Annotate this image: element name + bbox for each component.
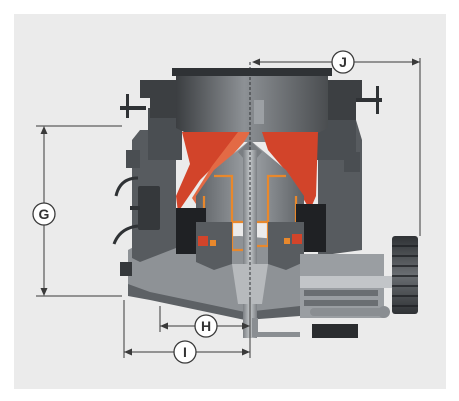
dimension-g bbox=[36, 125, 122, 297]
label-h: H bbox=[194, 314, 218, 338]
hydraulic-hose-bottom bbox=[112, 224, 139, 245]
tramp-release-right bbox=[344, 152, 360, 172]
motor-mount bbox=[312, 324, 358, 338]
drain-pipe-elbow bbox=[252, 332, 300, 337]
hopper-center-pipe bbox=[254, 100, 264, 124]
pulley-grooves bbox=[392, 245, 418, 307]
hydraulic-cylinder-left bbox=[138, 186, 160, 230]
top-left-bracket bbox=[140, 80, 176, 118]
inner-housing-right bbox=[268, 222, 304, 270]
tramp-release-left bbox=[126, 150, 140, 168]
drain-pipe bbox=[252, 318, 258, 336]
top-left-post bbox=[126, 94, 129, 118]
pipe-end-cap bbox=[378, 306, 390, 318]
hydraulic-hose-top bbox=[114, 176, 139, 197]
oil-pipe-lower bbox=[310, 308, 384, 316]
bearings bbox=[198, 234, 302, 246]
frame-foot-left bbox=[120, 262, 132, 276]
label-j-text: J bbox=[339, 54, 347, 70]
bowl-liner-right bbox=[262, 132, 318, 210]
label-j: J bbox=[331, 50, 355, 74]
cone-crusher-illustration bbox=[112, 62, 418, 338]
top-left-handle bbox=[120, 106, 146, 110]
top-right-post bbox=[376, 86, 379, 114]
label-i-text: I bbox=[183, 344, 187, 360]
label-g-text: G bbox=[39, 206, 50, 222]
feed-hopper bbox=[176, 72, 328, 142]
label-g: G bbox=[32, 202, 56, 226]
drive-pulley bbox=[392, 236, 418, 314]
hopper-rim bbox=[172, 68, 332, 76]
top-right-bracket bbox=[328, 80, 362, 120]
pinion-gear bbox=[304, 290, 378, 306]
bowl-liner-left bbox=[176, 132, 238, 212]
label-i: I bbox=[173, 340, 197, 364]
top-right-handle bbox=[356, 98, 382, 102]
countershaft bbox=[300, 276, 392, 288]
label-h-text: H bbox=[201, 318, 211, 334]
hydraulic-cylinder-left-rod bbox=[130, 206, 140, 210]
